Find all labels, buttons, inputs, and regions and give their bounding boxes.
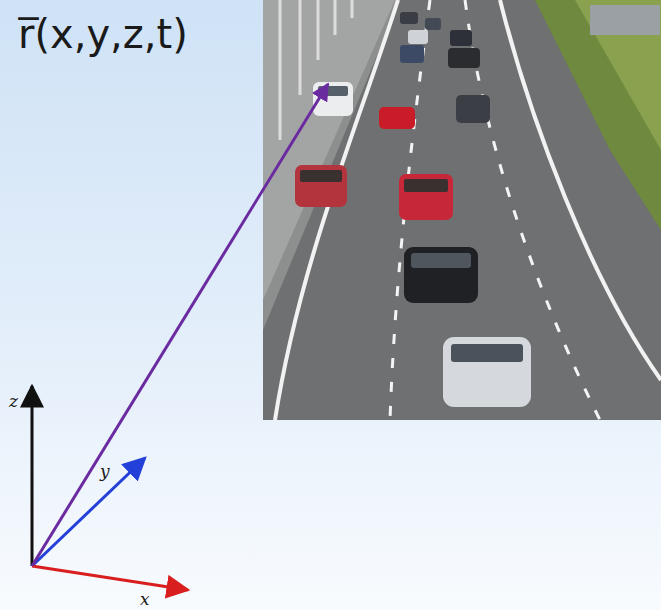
z-axis (31, 386, 34, 566)
axis-label: x (140, 590, 150, 609)
position-vector (32, 84, 328, 566)
axis-label: z (9, 392, 18, 411)
x-axis (32, 566, 188, 590)
vector-label: r̅(x,y,z,t) (18, 10, 188, 58)
highway-photo (263, 0, 661, 420)
cars (295, 12, 531, 407)
axis-label: y (100, 462, 110, 481)
